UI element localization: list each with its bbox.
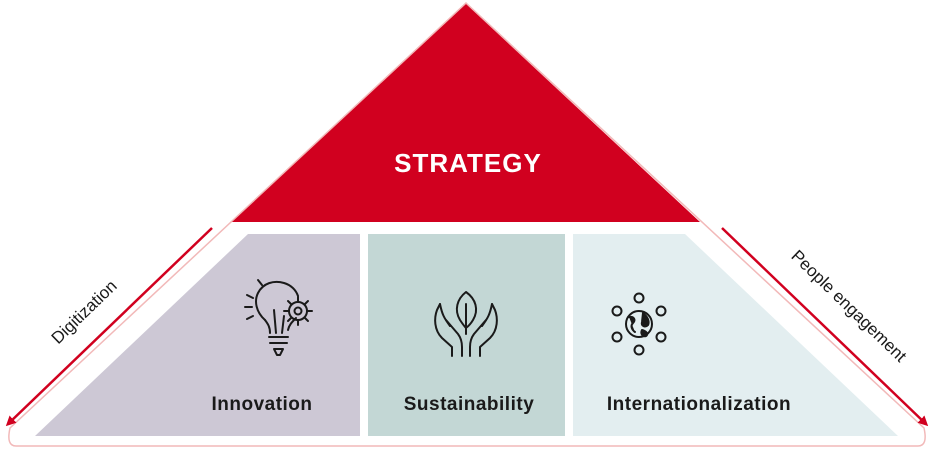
internationalization-panel — [573, 234, 898, 436]
pyramid-outline — [8, 1, 926, 447]
innovation-panel — [35, 234, 360, 436]
hands-leaf-icon — [434, 291, 498, 357]
strategy-title: STRATEGY — [394, 148, 542, 178]
digitization-arrow — [5, 227, 213, 427]
pillar-label-innovation: Innovation — [211, 394, 312, 415]
pillar-label-internationalization: Internationalization — [607, 394, 791, 415]
lightbulb-gear-icon — [244, 279, 313, 356]
globe-network-icon — [611, 292, 667, 356]
side-label-digitization: Digitization — [48, 276, 121, 347]
side-label-people-engagement: People engagement — [787, 246, 910, 366]
pillar-label-sustainability: Sustainability — [404, 394, 535, 415]
sustainability-panel — [368, 234, 565, 436]
people-engagement-arrow — [721, 227, 929, 427]
strategy-apex — [232, 4, 700, 222]
